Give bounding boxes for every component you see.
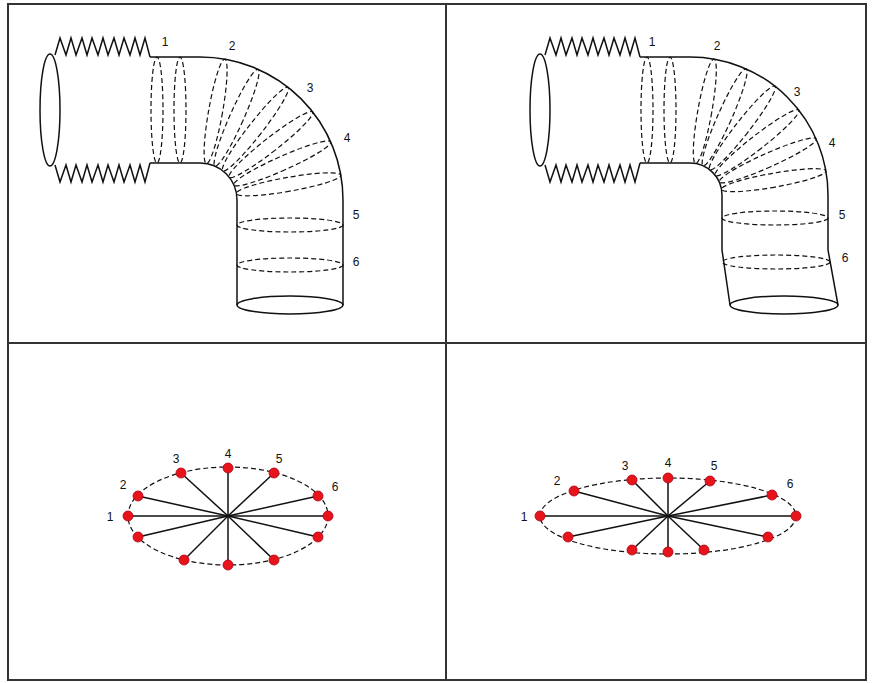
bent-pipe xyxy=(40,38,343,314)
callout-number: 3 xyxy=(622,460,629,472)
callout-number: 3 xyxy=(173,453,180,465)
callout-number: 5 xyxy=(276,453,283,465)
cross-section xyxy=(641,57,830,269)
callout-number: 2 xyxy=(714,40,721,52)
callout-number: 2 xyxy=(120,479,127,491)
panel-frame xyxy=(8,4,866,680)
callout-number: 1 xyxy=(649,36,656,48)
callout-number: 4 xyxy=(225,448,232,460)
callout-number: 3 xyxy=(794,86,801,98)
callout-number: 3 xyxy=(307,82,314,94)
callout-number: 4 xyxy=(665,457,672,469)
callout-number: 2 xyxy=(229,40,236,52)
callout-number: 1 xyxy=(107,511,114,523)
callout-number: 6 xyxy=(842,252,849,264)
callout-number: 1 xyxy=(162,36,169,48)
callout-number: 5 xyxy=(353,209,360,221)
callout-number: 5 xyxy=(711,460,718,472)
callout-number: 4 xyxy=(829,137,836,149)
deformed-pipe xyxy=(530,38,838,314)
callout-number: 4 xyxy=(344,132,351,144)
section-ring xyxy=(123,463,333,570)
callout-number: 6 xyxy=(332,481,339,493)
cross-section xyxy=(151,57,343,272)
callout-number: 2 xyxy=(554,475,561,487)
callout-number: 5 xyxy=(839,209,846,221)
callout-number: 6 xyxy=(787,478,794,490)
callout-number: 6 xyxy=(353,256,360,268)
section-ring xyxy=(535,473,801,557)
callout-number: 1 xyxy=(521,511,528,523)
